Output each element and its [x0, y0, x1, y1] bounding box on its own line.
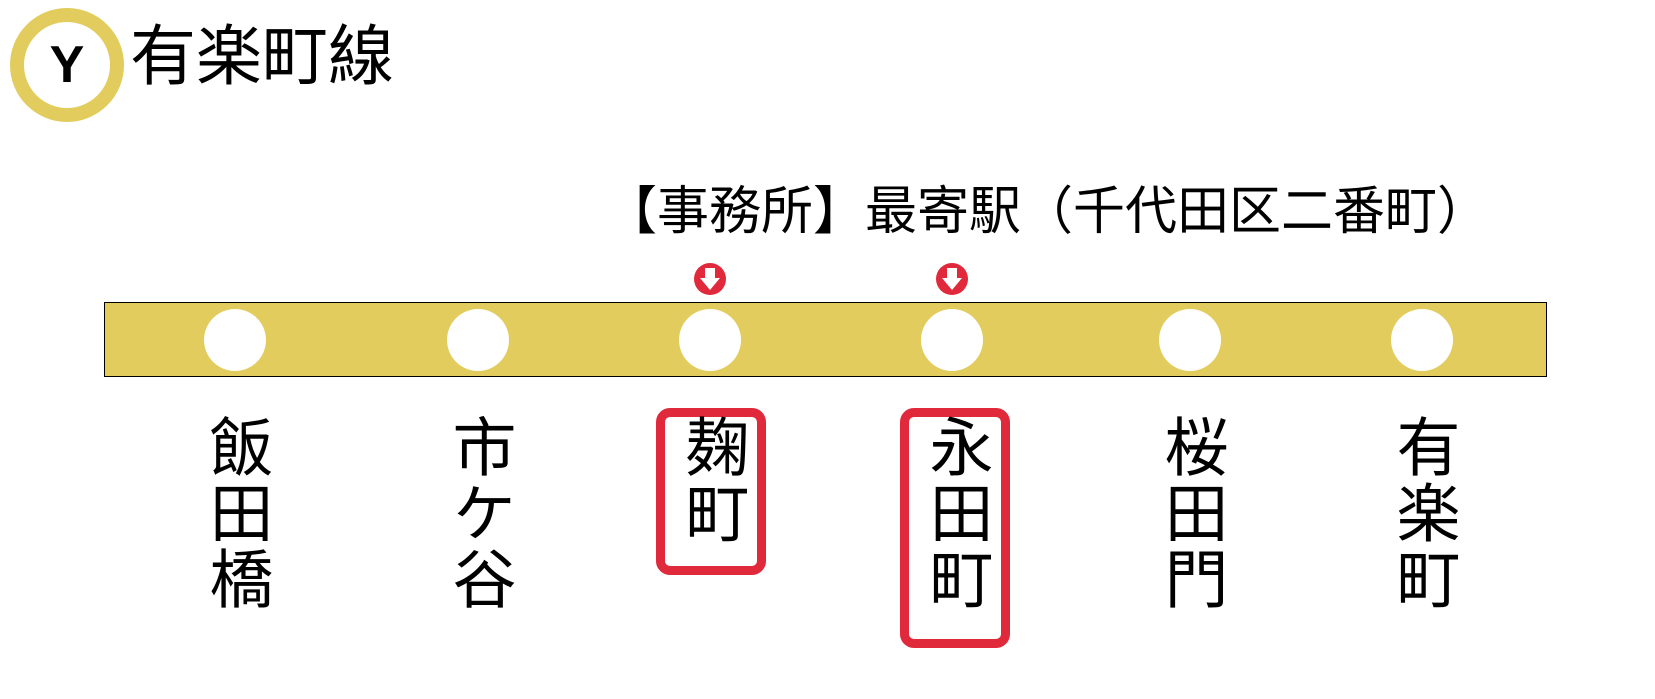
station-sakuradamon: 桜田門 [1135, 414, 1245, 612]
station-yurakucho: 有楽町 [1367, 414, 1477, 612]
nearest-station-note: 【事務所】最寄駅（千代田区二番町） [605, 182, 1490, 242]
station-stop-circle [921, 309, 983, 371]
station-stop-circle [1391, 309, 1453, 371]
station-name: 永田町 [918, 414, 993, 612]
line-track [104, 302, 1547, 377]
station-stop-circle [204, 309, 266, 371]
highlight-box-kojimachi [656, 408, 766, 575]
station-kojimachi: 麹町 [656, 414, 766, 546]
station-name: 桜田門 [1153, 414, 1228, 612]
station-nagatacho: 永田町 [900, 414, 1010, 612]
highlight-box-nagatacho [900, 408, 1010, 648]
nearest-station-arrow-icon [936, 263, 968, 295]
station-name: 市ケ谷 [441, 414, 516, 612]
station-iidabashi: 飯田橋 [180, 414, 290, 612]
station-name: 飯田橋 [198, 414, 273, 612]
station-ichigaya: 市ケ谷 [423, 414, 533, 612]
line-badge: Y [10, 8, 124, 122]
station-name: 有楽町 [1385, 414, 1460, 612]
station-stop-circle [679, 309, 741, 371]
line-title: 有楽町線 [130, 18, 394, 95]
line-badge-letter: Y [49, 36, 85, 94]
station-stop-circle [447, 309, 509, 371]
nearest-station-arrow-icon [694, 263, 726, 295]
station-stop-circle [1159, 309, 1221, 371]
station-name: 麹町 [674, 414, 749, 546]
